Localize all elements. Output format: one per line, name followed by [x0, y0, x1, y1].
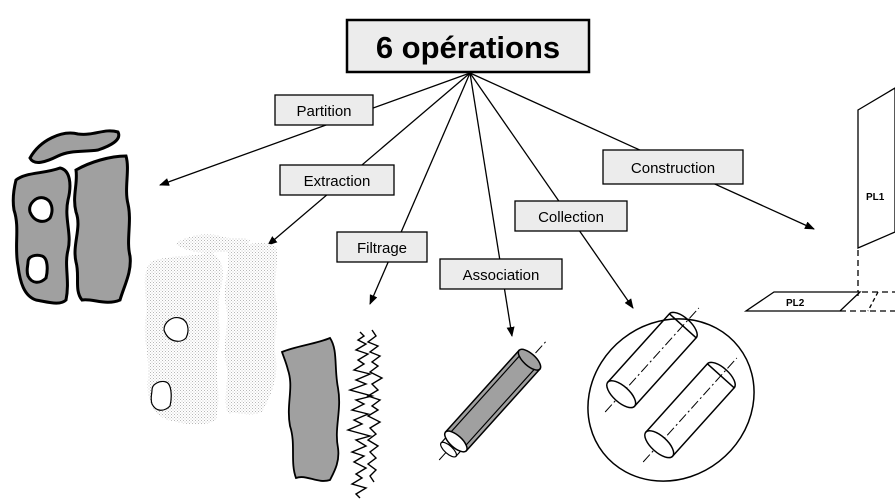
- arrow-partition: [159, 72, 471, 186]
- association-cylinder-end-back: [517, 348, 542, 371]
- extraction-top-piece: [175, 234, 250, 253]
- label-partition: Partition: [274, 94, 374, 126]
- arrow-filtrage: [369, 72, 471, 305]
- extraction-right-piece: [224, 243, 278, 415]
- partition-top-piece: [28, 129, 121, 164]
- filtrage-illustration: [280, 329, 384, 499]
- collection-cylinder-2: [642, 357, 738, 463]
- filtrage-noise-profile: [345, 331, 375, 499]
- label-partition-text: Partition: [296, 103, 351, 120]
- association-cylinder-end-inner: [440, 441, 458, 458]
- arrow-collection: [469, 72, 634, 309]
- plane-pl1: [857, 87, 895, 249]
- association-illustration: [438, 340, 547, 461]
- label-filtrage-text: Filtrage: [357, 240, 407, 257]
- collection-ellipse: [587, 318, 755, 482]
- label-association: Association: [439, 258, 563, 290]
- construction-illustration: PL1 PL2: [743, 87, 895, 312]
- page-title: 6 opérations: [376, 30, 560, 65]
- label-collection: Collection: [514, 200, 628, 232]
- arrow-association: [469, 72, 515, 337]
- extraction-hole-bottom: [150, 380, 172, 411]
- label-association-text: Association: [463, 267, 540, 284]
- label-construction-text: Construction: [631, 160, 715, 177]
- extraction-illustration: [144, 234, 278, 425]
- label-construction: Construction: [602, 149, 744, 185]
- filtrage-piece: [280, 336, 341, 482]
- label-extraction-text: Extraction: [304, 173, 371, 190]
- arrow-extraction: [267, 72, 471, 246]
- extraction-hole-top: [163, 317, 189, 342]
- label-collection-text: Collection: [538, 209, 604, 226]
- partition-illustration: [11, 129, 132, 305]
- association-cylinder-end-front: [443, 430, 468, 453]
- filtrage-noise-profile-right: [366, 329, 384, 483]
- collection-cylinder-1: [604, 307, 700, 413]
- partition-right-piece: [73, 154, 132, 304]
- association-cylinder-body: [444, 349, 541, 452]
- plane-pl1-label: PL1: [866, 192, 885, 203]
- label-filtrage: Filtrage: [336, 231, 428, 263]
- label-extraction: Extraction: [279, 164, 395, 196]
- title-box: 6 opérations: [345, 18, 591, 74]
- partition-left-piece: [11, 166, 72, 305]
- plane-pl2-label: PL2: [786, 298, 805, 309]
- plane-intersection-dash-3: [867, 291, 879, 312]
- collection-illustration: [587, 307, 755, 482]
